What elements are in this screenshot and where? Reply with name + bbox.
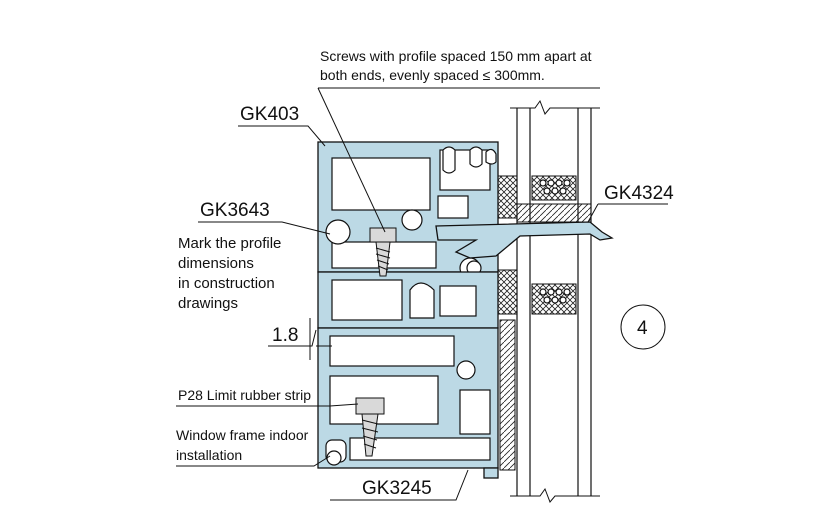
mark-line1: Mark the profile [178,235,281,252]
seal-block-upper [497,175,518,219]
wall-section [497,99,600,503]
label-gk3245: GK3245 [362,478,432,499]
seal-block-lower [497,269,518,315]
mark-line3: in construction [178,275,275,292]
screw-note-line1: Screws with profile spaced 150 mm apart … [320,48,592,64]
profile-gk3643 [317,271,499,329]
dimension-label: 1.8 [272,325,298,346]
label-gk403: GK403 [240,104,299,125]
spacer-beads-lower [539,288,571,304]
receptor-band [516,203,592,223]
detail-number: 4 [637,318,648,339]
mark-line2: dimensions [178,255,254,272]
window-line2: installation [176,447,242,463]
label-rubber-strip: P28 Limit rubber strip [178,387,311,403]
mark-line4: drawings [178,295,238,312]
wall-hatch-strip [499,319,516,471]
window-line1: Window frame indoor [176,427,309,443]
spacer-beads-upper [539,179,571,195]
leader-lines [176,87,668,501]
screw-note-line2: both ends, evenly spaced ≤ 300mm. [320,67,545,83]
screw-upper [369,227,397,277]
label-gk4324: GK4324 [604,183,674,204]
profile-gk3245 [317,327,499,479]
label-gk3643: GK3643 [200,200,270,221]
detail-number-circle [620,304,666,350]
screw-lower [355,397,385,457]
